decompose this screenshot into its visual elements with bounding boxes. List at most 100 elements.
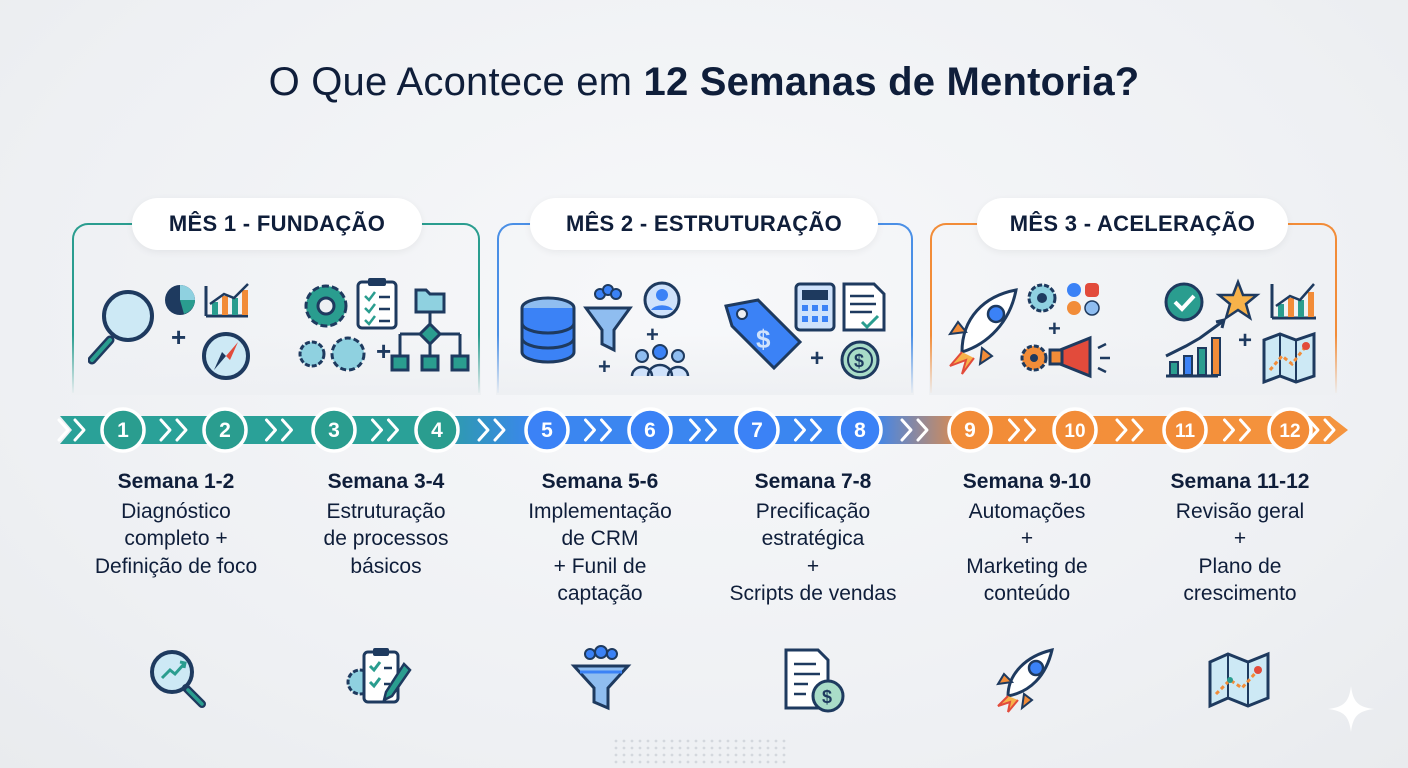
timeline-step-3: 3: [311, 407, 357, 453]
timeline-node: [1267, 407, 1313, 453]
timeline-step-1: 1: [100, 407, 146, 453]
decorative-dot: [726, 739, 730, 743]
timeline-node: [414, 407, 460, 453]
timeline-node: [734, 407, 780, 453]
decorative-dot: [758, 746, 762, 750]
decorative-dot: [734, 753, 738, 757]
week-7-8-description: Precificação estratégica + Scripts de ve…: [729, 499, 897, 606]
timeline-chevron: [600, 418, 612, 442]
timeline-chevron: [1223, 418, 1235, 442]
week-9-10-label: Semana 9-10: [962, 470, 1092, 493]
decorative-dot: [766, 746, 770, 750]
decorative-dot: [670, 753, 674, 757]
decorative-dot: [638, 739, 642, 743]
decorative-dot: [774, 753, 778, 757]
decorative-dot: [718, 746, 722, 750]
timeline-node-number: 10: [1064, 421, 1085, 442]
decorative-dot: [670, 739, 674, 743]
rocket-icon: [996, 647, 1055, 713]
decorative-dot: [646, 753, 650, 757]
timeline-step-4: 4: [414, 407, 460, 453]
decorative-dot: [734, 739, 738, 743]
timeline-chevron: [1008, 418, 1020, 442]
decorative-dot: [782, 746, 786, 750]
decorative-dot: [646, 746, 650, 750]
decorative-dot: [630, 739, 634, 743]
timeline-step-8: 8: [837, 407, 883, 453]
decorative-dot: [726, 760, 730, 764]
database-funnel-users-icon: + +: [520, 281, 690, 379]
month-1-label: MÊS 1 - FUNDAÇÃO: [132, 198, 422, 250]
decorative-dot: [726, 753, 730, 757]
decorative-dot: [718, 739, 722, 743]
decorative-dot: [726, 746, 730, 750]
timeline-chevron: [584, 418, 596, 442]
sparkle-icon: [1328, 686, 1374, 732]
decorative-dot: [766, 739, 770, 743]
check-star-growth-map-icon: +: [1164, 278, 1316, 385]
decorative-dot: [638, 753, 642, 757]
svg-text:+: +: [646, 322, 659, 347]
decorative-dot: [622, 753, 626, 757]
timeline-chevrons: [57, 418, 1336, 442]
decorative-dot: [742, 739, 746, 743]
timeline-node: [524, 407, 570, 453]
decorative-dot: [702, 746, 706, 750]
timeline-step-6: 6: [627, 407, 673, 453]
svg-text:+: +: [810, 345, 824, 372]
decorative-dot: [662, 753, 666, 757]
timeline-node-number: 1: [117, 419, 129, 442]
decorative-dot: [654, 753, 658, 757]
decorative-dot: [678, 753, 682, 757]
decorative-dot: [614, 739, 618, 743]
week-11-12-label: Semana 11-12: [1170, 470, 1310, 493]
decorative-dot: [654, 739, 658, 743]
timeline-node: [202, 407, 248, 453]
decorative-dot: [630, 760, 634, 764]
timeline-chevron: [371, 418, 383, 442]
timeline-chevron: [265, 418, 277, 442]
svg-text:+: +: [376, 336, 391, 366]
roadmap-icon: [1208, 651, 1270, 709]
timeline-chevron: [810, 418, 822, 442]
svg-text:+: +: [1238, 327, 1252, 354]
decorative-dot: [742, 753, 746, 757]
decorative-dots: [614, 739, 786, 764]
decorative-dot: [702, 739, 706, 743]
timeline-chevron: [477, 418, 490, 442]
growth-magnifier-icon: [150, 650, 206, 708]
timeline-node: [100, 407, 146, 453]
decorative-dot: [670, 760, 674, 764]
decorative-dot: [622, 760, 626, 764]
week-3-4-description: Estruturação de processos básicos: [323, 499, 449, 578]
timeline-node-number: 12: [1279, 421, 1300, 442]
decorative-dot: [662, 760, 666, 764]
decorative-dot: [654, 746, 658, 750]
week-1-2-label: Semana 1-2: [117, 470, 235, 493]
timeline-node-number: 4: [431, 419, 443, 442]
price-tag-calculator-invoice-icon: $ + $: [724, 282, 886, 380]
timeline-chevron: [57, 418, 70, 442]
timeline-node-number: 9: [964, 419, 976, 442]
timeline-node-number: 8: [854, 419, 866, 442]
timeline-chevron: [73, 418, 86, 442]
timeline-node: [627, 407, 673, 453]
month-2-label: MÊS 2 - ESTRUTURAÇÃO: [530, 198, 878, 250]
magnifier-pie-chart-compass-icon: +: [88, 283, 250, 380]
decorative-dot: [662, 746, 666, 750]
rocket-gears-megaphone-icon: +: [947, 283, 1110, 379]
decorative-dot: [766, 753, 770, 757]
decorative-dot: [622, 739, 626, 743]
timeline-node-number: 2: [219, 419, 231, 442]
decorative-dot: [718, 760, 722, 764]
timeline-chevron: [175, 418, 188, 442]
decorative-dot: [686, 746, 690, 750]
week-3-4-label: Semana 3-4: [327, 470, 445, 493]
decorative-dot: [750, 739, 754, 743]
timeline-step-5: 5: [524, 407, 570, 453]
